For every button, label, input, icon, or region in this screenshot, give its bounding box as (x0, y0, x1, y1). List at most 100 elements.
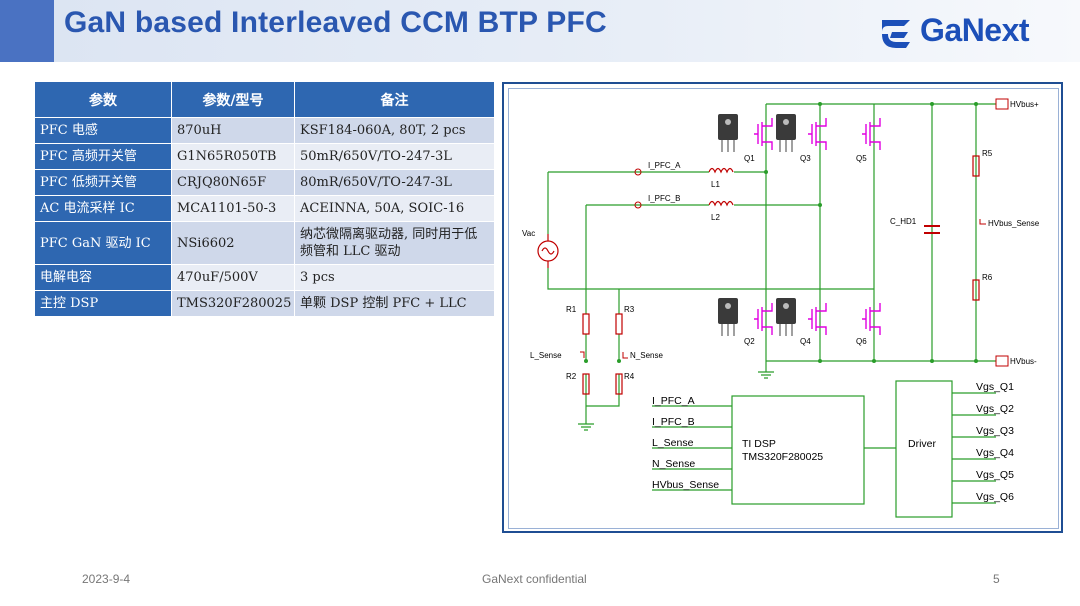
dsp-name-line2: TMS320F280025 (742, 451, 823, 463)
table-cell: 870uH (171, 117, 295, 144)
dsp-input-label: L_Sense (652, 437, 694, 449)
parameter-table: 参数 参数/型号 备注 PFC 电感 870uH KSF184-060A, 80… (34, 81, 495, 317)
driver-output-label: Vgs_Q4 (976, 447, 1014, 459)
driver-output-label: Vgs_Q1 (976, 381, 1014, 393)
current-probe-b (634, 201, 642, 209)
label-l2: L2 (711, 213, 720, 222)
driver-block (895, 380, 953, 518)
vac-source-icon (537, 234, 559, 268)
table-cell: PFC 高频开关管 (34, 143, 172, 170)
schematic-drawing: HVbus+ HVbus- HVbus_Sense I_PFC_A I_PFC_… (522, 98, 1040, 518)
table-row: PFC 高频开关管 G1N65R050TB 50mR/650V/TO-247-3… (34, 143, 495, 170)
table-header-cell: 备注 (294, 81, 495, 118)
label-hvbus-pos: HVbus+ (1010, 100, 1039, 109)
dsp-input-label: N_Sense (652, 458, 695, 470)
driver-output-label: Vgs_Q2 (976, 403, 1014, 415)
label-l-sense: L_Sense (530, 351, 562, 360)
table-cell: 纳芯微隔离驱动器, 同时用于低频管和 LLC 驱动 (294, 221, 495, 265)
dsp-input-label: I_PFC_B (652, 416, 695, 428)
dsp-name-line1: TI DSP (742, 438, 776, 450)
ganext-logo: GaNext (876, 12, 1066, 54)
table-row: PFC 低频开关管 CRJQ80N65F 80mR/650V/TO-247-3L (34, 169, 495, 196)
label-c-hd1: C_HD1 (890, 217, 917, 226)
table-cell: PFC 电感 (34, 117, 172, 144)
table-cell: PFC GaN 驱动 IC (34, 221, 172, 265)
label-i-pfc-b: I_PFC_B (648, 194, 680, 203)
pfc-schematic: HVbus+ HVbus- HVbus_Sense I_PFC_A I_PFC_… (502, 82, 1063, 533)
table-header-cell: 参数/型号 (171, 81, 295, 118)
label-q2: Q2 (744, 337, 755, 346)
ground-symbols (578, 371, 774, 431)
table-row: PFC GaN 驱动 IC NSi6602 纳芯微隔离驱动器, 同时用于低频管和… (34, 221, 495, 265)
label-r4: R4 (624, 372, 635, 381)
driver-output-label: Vgs_Q3 (976, 425, 1014, 437)
driver-output-label: Vgs_Q5 (976, 469, 1014, 481)
schematic-junctions (584, 102, 978, 363)
table-cell: MCA1101-50-3 (171, 195, 295, 222)
label-hvbus-neg: HVbus- (1010, 357, 1037, 366)
table-cell: ACEINNA, 50A, SOIC-16 (294, 195, 495, 222)
label-r2: R2 (566, 372, 577, 381)
label-q3: Q3 (800, 154, 811, 163)
label-q6: Q6 (856, 337, 867, 346)
table-cell: TMS320F280025 (171, 290, 295, 317)
slide-title: GaN based Interleaved CCM BTP PFC (64, 6, 607, 39)
table-cell: 单颗 DSP 控制 PFC + LLC (294, 290, 495, 317)
label-l1: L1 (711, 180, 720, 189)
ganext-logo-icon (882, 20, 910, 48)
net-flag-n-sense (622, 352, 628, 359)
port-hvbus-neg (995, 355, 1009, 367)
footer-confidential: GaNext confidential (482, 572, 587, 586)
table-cell: AC 电流采样 IC (34, 195, 172, 222)
header-bar: GaN based Interleaved CCM BTP PFC GaNext (0, 0, 1080, 62)
table-cell: 80mR/650V/TO-247-3L (294, 169, 495, 196)
table-cell: 电解电容 (34, 264, 172, 291)
table-row: 电解电容 470uF/500V 3 pcs (34, 264, 495, 291)
table-header-cell: 参数 (34, 81, 172, 118)
to247-package-icons (718, 114, 796, 336)
logo-text: GaNext (920, 12, 1030, 48)
label-r6: R6 (982, 273, 993, 282)
inductor-l1 (708, 167, 734, 174)
dsp-input-label: HVbus_Sense (652, 479, 719, 491)
table-row: PFC 电感 870uH KSF184-060A, 80T, 2 pcs (34, 117, 495, 144)
port-hvbus-pos (995, 98, 1009, 110)
schematic-wires (547, 103, 996, 504)
dsp-block (731, 395, 865, 505)
table-cell: 50mR/650V/TO-247-3L (294, 143, 495, 170)
label-r1: R1 (566, 305, 577, 314)
table-cell: NSi6602 (171, 221, 295, 265)
label-hvbus-sense: HVbus_Sense (988, 219, 1040, 228)
net-flag-hvbus-sense (979, 219, 986, 225)
driver-name: Driver (908, 438, 937, 450)
current-probe-a (634, 168, 642, 176)
label-q5: Q5 (856, 154, 867, 163)
label-vac: Vac (522, 229, 535, 238)
header-accent-block (0, 0, 54, 62)
label-q1: Q1 (744, 154, 755, 163)
table-row: 主控 DSP TMS320F280025 单颗 DSP 控制 PFC + LLC (34, 290, 495, 317)
label-r5: R5 (982, 149, 993, 158)
label-i-pfc-a: I_PFC_A (648, 161, 681, 170)
net-flag-l-sense (580, 351, 585, 358)
table-header-row: 参数 参数/型号 备注 (34, 81, 495, 118)
footer-page-number: 5 (993, 572, 1000, 586)
driver-output-label: Vgs_Q6 (976, 491, 1014, 503)
table-cell: PFC 低频开关管 (34, 169, 172, 196)
table-cell: 470uF/500V (171, 264, 295, 291)
inductor-l2 (708, 200, 734, 207)
table-cell: 3 pcs (294, 264, 495, 291)
table-row: AC 电流采样 IC MCA1101-50-3 ACEINNA, 50A, SO… (34, 195, 495, 222)
mosfet-switches (754, 118, 881, 335)
table-cell: 主控 DSP (34, 290, 172, 317)
table-cell: G1N65R050TB (171, 143, 295, 170)
resistors (582, 155, 980, 395)
dsp-input-label: I_PFC_A (652, 395, 695, 407)
capacitor-c-hd1 (924, 225, 940, 234)
label-n-sense: N_Sense (630, 351, 663, 360)
table-cell: KSF184-060A, 80T, 2 pcs (294, 117, 495, 144)
footer-date: 2023-9-4 (82, 572, 131, 586)
label-r3: R3 (624, 305, 635, 314)
schematic-inner-frame (508, 88, 1059, 529)
table-cell: CRJQ80N65F (171, 169, 295, 196)
